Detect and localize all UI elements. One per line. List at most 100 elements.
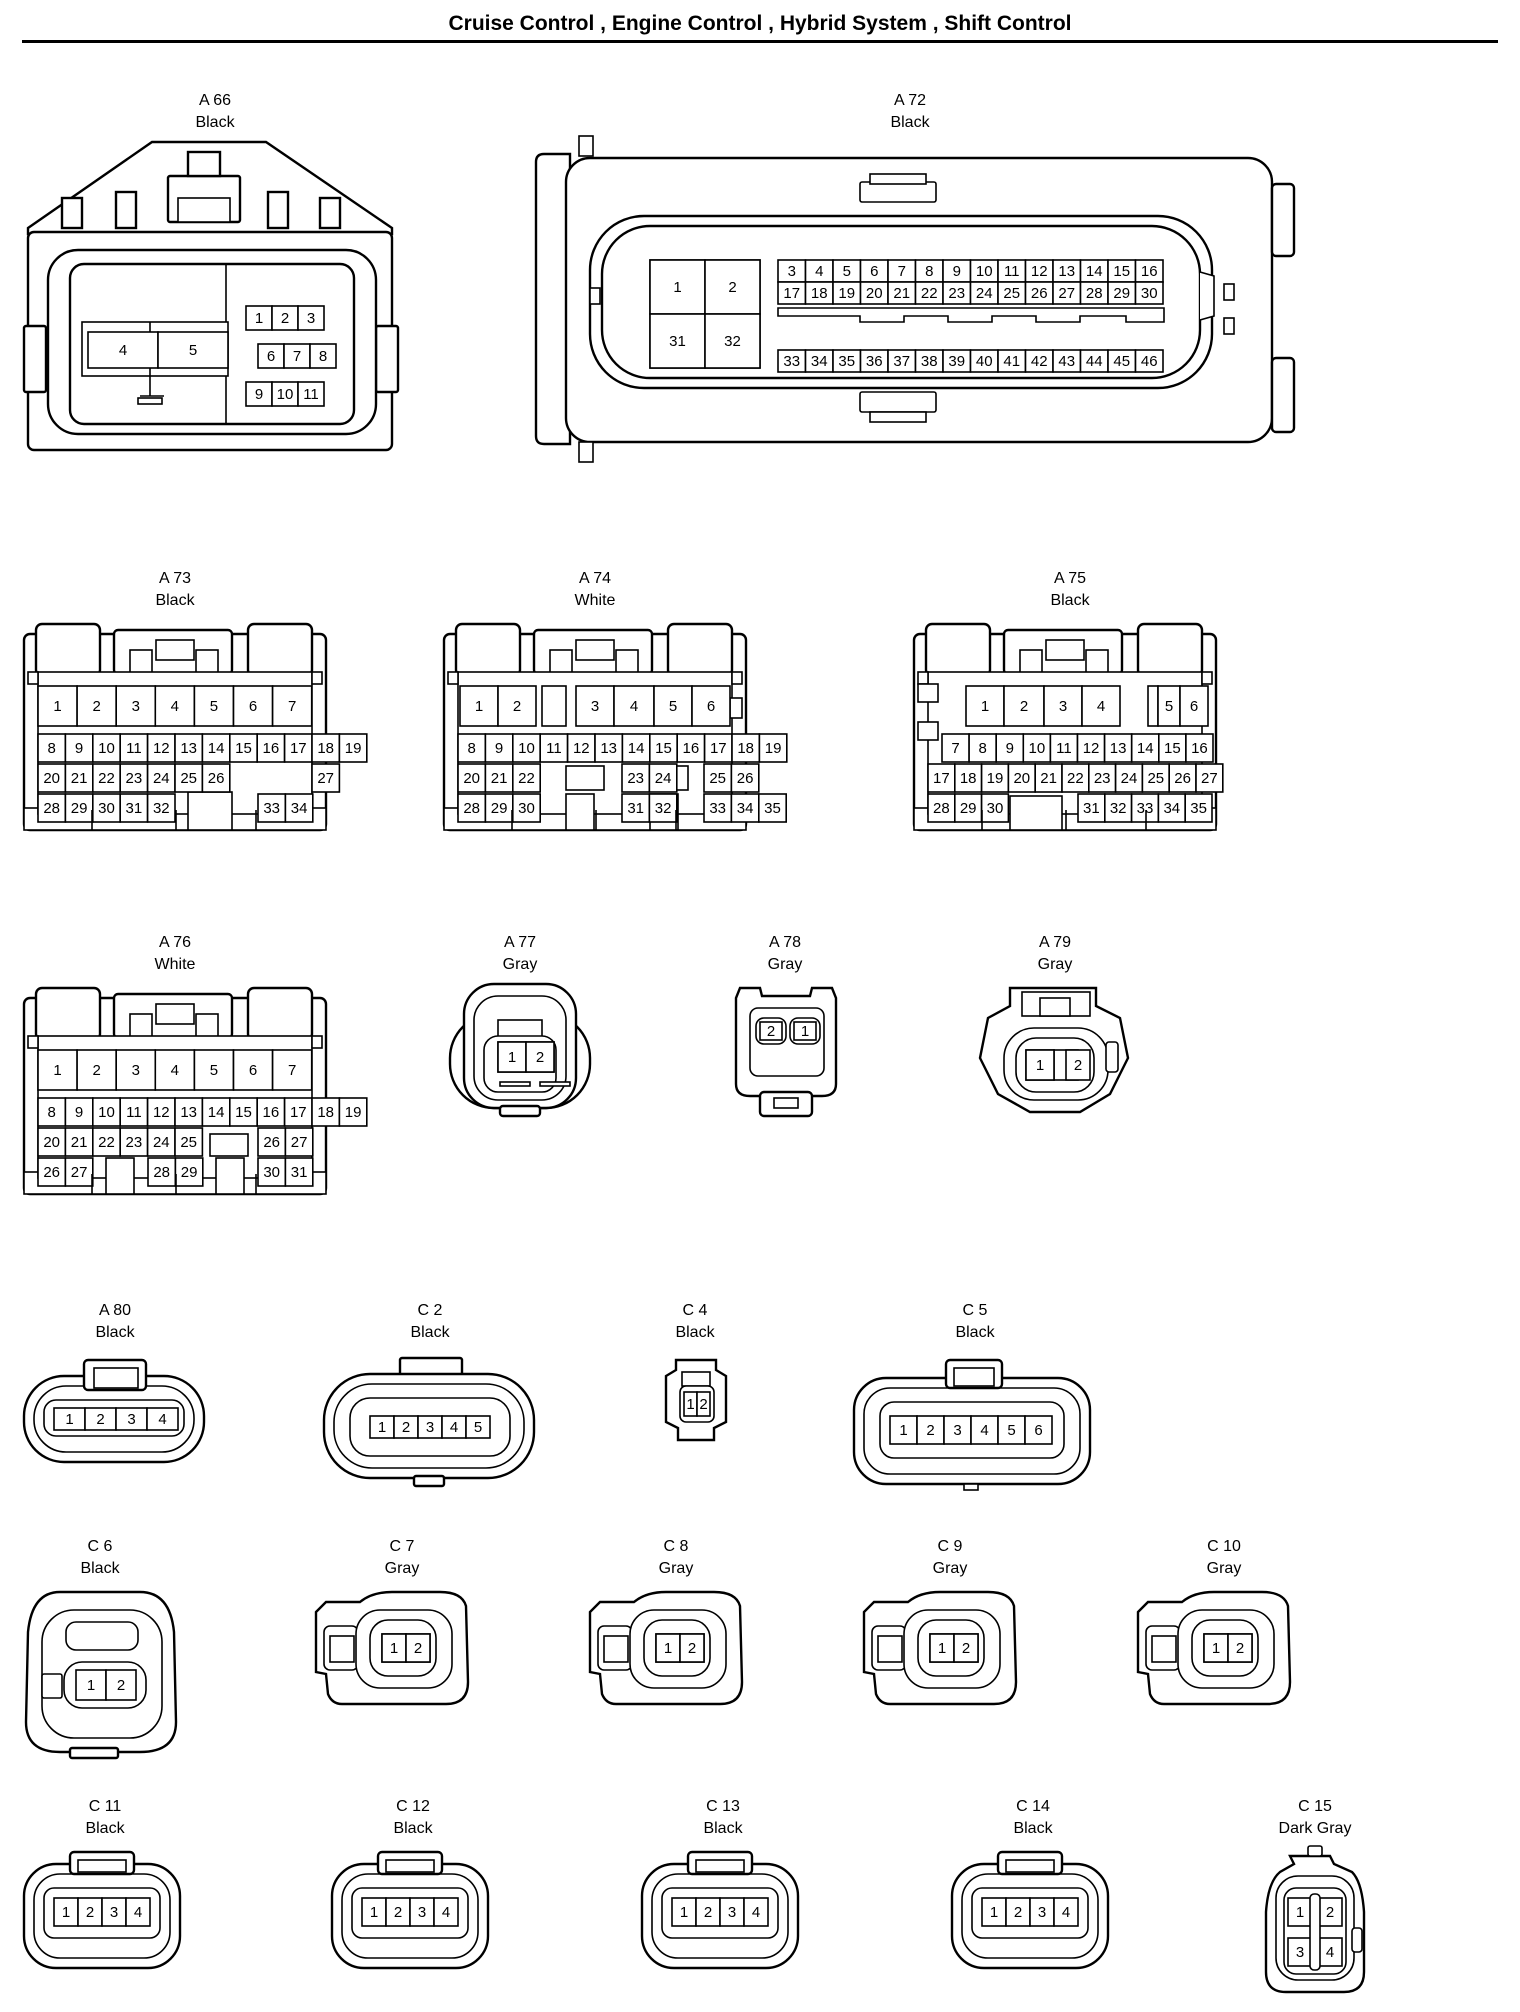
pin-number: 1 — [65, 1411, 73, 1428]
pin-18: 18 — [311, 733, 341, 763]
pin-number: 43 — [1058, 353, 1075, 370]
pin-12: 12 — [566, 733, 596, 763]
pin-number: 10 — [98, 740, 115, 757]
pin-24: 24 — [969, 281, 999, 305]
pin-number: 3 — [1296, 1944, 1304, 1961]
pin-number: 1 — [370, 1904, 378, 1921]
pin-number: 29 — [491, 800, 508, 817]
pin-2: 2 — [696, 1391, 711, 1417]
pin-5: 5 — [157, 331, 229, 369]
pin-19: 19 — [980, 763, 1010, 793]
pin-number: 27 — [291, 1134, 308, 1151]
pin-number: 14 — [1137, 740, 1154, 757]
pin-5: 5 — [193, 685, 235, 727]
pin-9: 9 — [245, 381, 273, 407]
connector-color: Black — [393, 1820, 433, 1837]
connector-id: A 76 — [158, 934, 192, 951]
pin-36: 36 — [859, 349, 889, 373]
pin-number: 30 — [98, 800, 115, 817]
pin-24: 24 — [648, 763, 678, 793]
pin-32: 32 — [1104, 793, 1133, 823]
pin-number: 24 — [976, 285, 993, 302]
pin-number: 14 — [208, 740, 225, 757]
pin-number: 23 — [126, 1134, 143, 1151]
pin-29: 29 — [174, 1157, 204, 1187]
pin-number: 26 — [43, 1164, 60, 1181]
connector-color: Gray — [767, 956, 803, 973]
pin-28: 28 — [37, 793, 67, 823]
pin-number: 8 — [925, 263, 933, 280]
pin-number: 3 — [1038, 1904, 1046, 1921]
pin-14: 14 — [1079, 259, 1109, 283]
connector-color: Black — [195, 114, 235, 131]
pin-2: 2 — [1227, 1633, 1253, 1663]
connector-color: Black — [80, 1560, 120, 1577]
pin-4: 4 — [441, 1415, 467, 1439]
pin-5: 5 — [1157, 685, 1181, 727]
pin-number: 1 — [255, 310, 263, 327]
pin-number: 20 — [43, 770, 60, 787]
pin-10: 10 — [92, 1097, 122, 1127]
connector-color: Black — [155, 592, 195, 609]
pin-6: 6 — [232, 1049, 274, 1091]
pin-25: 25 — [174, 1127, 204, 1157]
pin-1: 1 — [37, 685, 78, 727]
pin-19: 19 — [338, 1097, 368, 1127]
pin-number: 30 — [263, 1164, 280, 1181]
pin-number: 44 — [1086, 353, 1103, 370]
pin-number: 18 — [811, 285, 828, 302]
pin-4: 4 — [125, 1897, 151, 1927]
pin-number: 11 — [1004, 263, 1020, 280]
pin-number: 13 — [1110, 740, 1127, 757]
pin-number: 18 — [317, 1104, 334, 1121]
pin-number: 2 — [699, 1396, 707, 1413]
pin-number: 31 — [126, 800, 143, 817]
pin-23: 23 — [621, 763, 651, 793]
pin-5: 5 — [997, 1415, 1026, 1445]
pin-3: 3 — [1287, 1937, 1313, 1967]
connector-id: C 10 — [1207, 1538, 1241, 1555]
pin-number: 6 — [870, 263, 878, 280]
title-divider — [22, 40, 1498, 43]
pin-number: 1 — [1036, 1057, 1044, 1074]
pin-21: 21 — [64, 1127, 94, 1157]
pin-35: 35 — [832, 349, 862, 373]
pin-12: 12 — [146, 1097, 176, 1127]
pin-number: 33 — [263, 800, 280, 817]
pin-number: 28 — [463, 800, 480, 817]
pin-29: 29 — [1107, 281, 1137, 305]
pin-number: 3 — [728, 1904, 736, 1921]
pin-number: 2 — [1074, 1057, 1082, 1074]
pin-number: 33 — [709, 800, 726, 817]
pin-17: 17 — [927, 763, 956, 793]
pin-number: 9 — [495, 740, 503, 757]
pin-15: 15 — [649, 733, 679, 763]
pin-4: 4 — [1081, 685, 1121, 727]
pin-number: 24 — [153, 770, 170, 787]
connector-id: A 79 — [1038, 934, 1072, 951]
pin-13: 13 — [1052, 259, 1082, 283]
pin-number: 3 — [418, 1904, 426, 1921]
pin-number: 4 — [980, 1422, 988, 1439]
pin-1: 1 — [37, 1049, 78, 1091]
connector-id: C 4 — [682, 1302, 708, 1319]
pin-number: 4 — [134, 1904, 142, 1921]
pin-number: 15 — [1113, 263, 1130, 280]
connector-id: C 2 — [417, 1302, 443, 1319]
pin-number: 30 — [1141, 285, 1158, 302]
pin-number: 36 — [866, 353, 883, 370]
connector-id: A 73 — [158, 570, 192, 587]
pin-1: 1 — [53, 1407, 86, 1431]
pin-7: 7 — [271, 685, 313, 727]
pin-1: 1 — [497, 1041, 527, 1073]
pin-2: 2 — [76, 685, 117, 727]
